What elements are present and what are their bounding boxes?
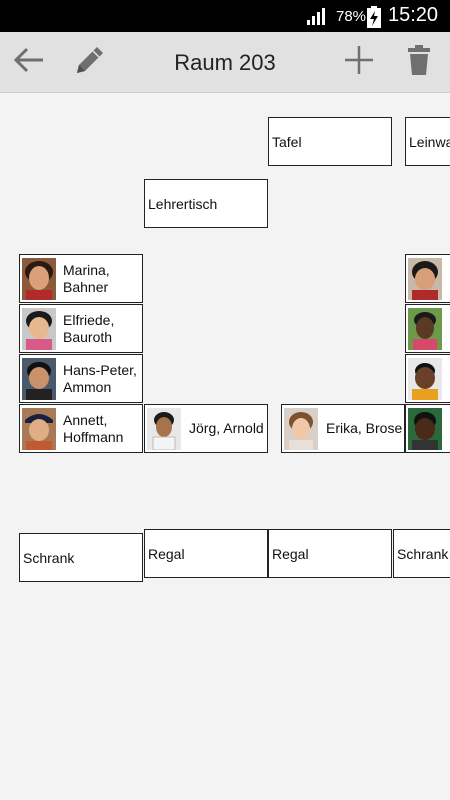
signal-icon [306, 7, 328, 30]
clock: 15:20 [388, 4, 439, 26]
battery-percent: 78% [336, 8, 367, 25]
student-name: Marina, Bahner [63, 262, 110, 296]
student-card[interactable] [405, 254, 450, 303]
student-fullname: Jörg, Arnold [189, 420, 264, 436]
furniture-label: Regal [148, 545, 185, 562]
page-title: Raum 203 [174, 50, 276, 75]
student-card[interactable]: Annett, Hoffmann [19, 404, 143, 453]
student-card[interactable] [405, 354, 450, 403]
furniture-label: Schrank [23, 549, 75, 566]
student-card[interactable]: Erika, Brose [281, 404, 405, 453]
furniture-label: Lehrertisch [148, 195, 218, 212]
student-photo [408, 257, 442, 300]
student-lastname: Ammon [63, 378, 112, 395]
student-photo [408, 357, 442, 400]
student-card[interactable]: Elfriede, Bauroth [19, 304, 143, 353]
student-name: Erika, Brose [326, 420, 402, 437]
student-firstname: Elfriede, [63, 311, 115, 328]
student-name: Elfriede, Bauroth [63, 312, 114, 346]
furniture-label: Regal [272, 545, 309, 562]
furniture-regal[interactable]: Regal [268, 529, 392, 578]
student-photo [22, 357, 56, 400]
plus-icon [344, 45, 374, 80]
status-bar: 78% 15:20 [0, 0, 450, 32]
student-card[interactable]: Hans-Peter, Ammon [19, 354, 143, 403]
pencil-icon [73, 43, 107, 82]
furniture-label: Schrank [397, 545, 449, 562]
student-name: Jörg, Arnold [189, 420, 264, 437]
furniture-regal[interactable]: Regal [144, 529, 268, 578]
student-photo [22, 307, 56, 350]
furniture-label: Tafel [272, 133, 302, 150]
student-firstname: Annett, [63, 411, 108, 428]
delete-button[interactable] [399, 42, 439, 82]
student-photo [22, 257, 56, 300]
student-card[interactable]: Jörg, Arnold [144, 404, 268, 453]
student-photo [22, 407, 56, 450]
student-lastname: Hoffmann [63, 428, 124, 445]
student-lastname: Bahner [63, 278, 109, 295]
student-photo [408, 307, 442, 350]
action-bar: Raum 203 [0, 32, 450, 93]
student-name: Hans-Peter, Ammon [63, 362, 137, 396]
back-button[interactable] [9, 42, 49, 82]
add-button[interactable] [339, 42, 379, 82]
furniture-schrank[interactable]: Schrank [19, 533, 143, 582]
battery-charging-icon [367, 6, 381, 33]
furniture-label: Leinwa [409, 133, 450, 150]
edit-button[interactable] [70, 42, 110, 82]
furniture-tafel[interactable]: Tafel [268, 117, 392, 166]
student-card[interactable] [405, 304, 450, 353]
student-photo [147, 407, 181, 450]
furniture-lehrertisch[interactable]: Lehrertisch [144, 179, 268, 228]
furniture-leinwand[interactable]: Leinwa [405, 117, 450, 166]
student-firstname: Hans-Peter, [63, 361, 137, 378]
student-card[interactable] [405, 404, 450, 453]
student-card[interactable]: Marina, Bahner [19, 254, 143, 303]
student-photo [284, 407, 318, 450]
back-arrow-icon [13, 46, 45, 79]
student-firstname: Marina, [63, 261, 110, 278]
trash-icon [407, 44, 431, 80]
student-name: Annett, Hoffmann [63, 412, 123, 446]
student-photo [408, 407, 442, 450]
furniture-schrank[interactable]: Schrank [393, 529, 450, 578]
room-layout: Tafel Leinwa Lehrertisch Marina, Bahner [0, 93, 450, 800]
student-lastname: Bauroth [63, 328, 113, 345]
student-fullname: Erika, Brose [326, 420, 403, 436]
